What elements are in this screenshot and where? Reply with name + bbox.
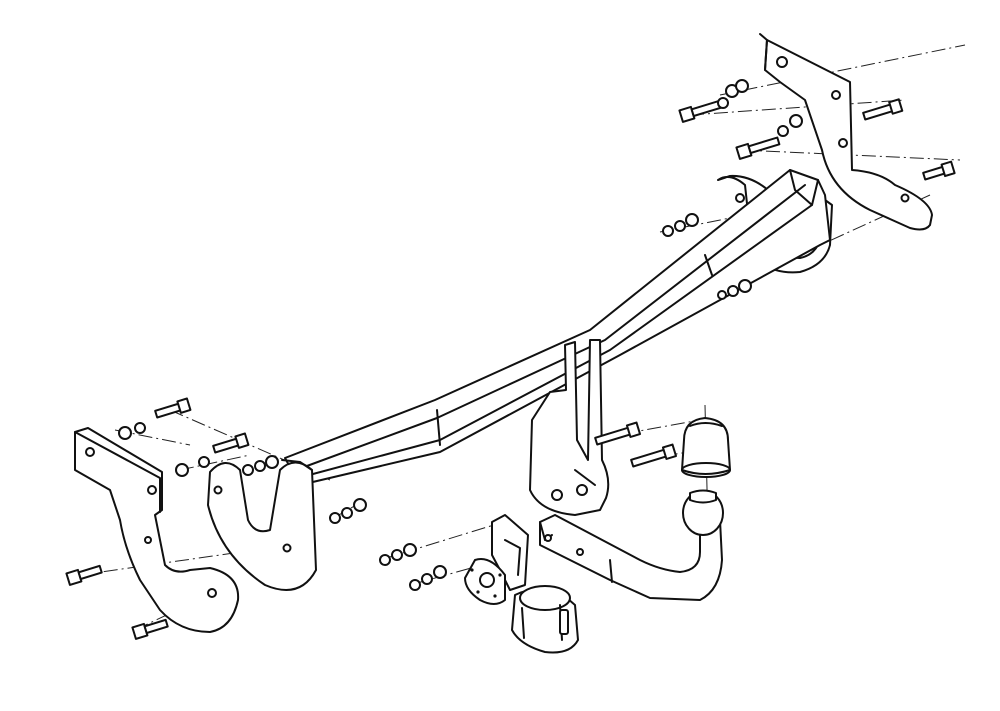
washer [735,79,749,93]
nut [242,464,254,476]
washer [421,573,433,585]
socket-plate [464,514,529,605]
bolt-center-2 [630,443,678,468]
washer [433,565,447,579]
washer [341,507,353,519]
bolt-left-3 [65,564,103,586]
washer [198,456,210,468]
left-outer-bracket [74,427,240,633]
washer [254,460,266,472]
right-outer-bracket [759,33,933,231]
nut [329,512,341,524]
washer [118,426,132,440]
washer [777,125,789,137]
washer [789,114,803,128]
bolt-left-4 [131,618,169,640]
bolt-top-right-4 [922,160,956,181]
crossbar [284,169,831,486]
washer [353,498,367,512]
ball-cap [681,417,731,478]
washer [391,549,403,561]
center-ball-mount-bracket [529,339,610,516]
bolt-center-1 [594,421,642,446]
washer [727,285,739,297]
bolt-top-right-2 [862,98,904,121]
bolt-top-right-3 [735,136,781,160]
fasteners [65,79,956,640]
washer [674,220,686,232]
washer [685,213,699,227]
washer [175,463,189,477]
washer [134,422,146,434]
nut [717,290,727,300]
nut [379,554,391,566]
washer [403,543,417,557]
washer [717,97,729,109]
electrical-socket [511,585,579,654]
tow-ball [682,489,724,536]
bolt-top-right-1 [678,99,724,123]
nut [662,225,674,237]
washer [738,279,752,293]
nut [409,579,421,591]
left-inner-bracket [207,459,317,591]
bolt-left-2 [212,432,250,454]
bolt-left-1 [154,397,192,419]
washer [265,455,279,469]
tow-ball-neck [539,514,723,601]
